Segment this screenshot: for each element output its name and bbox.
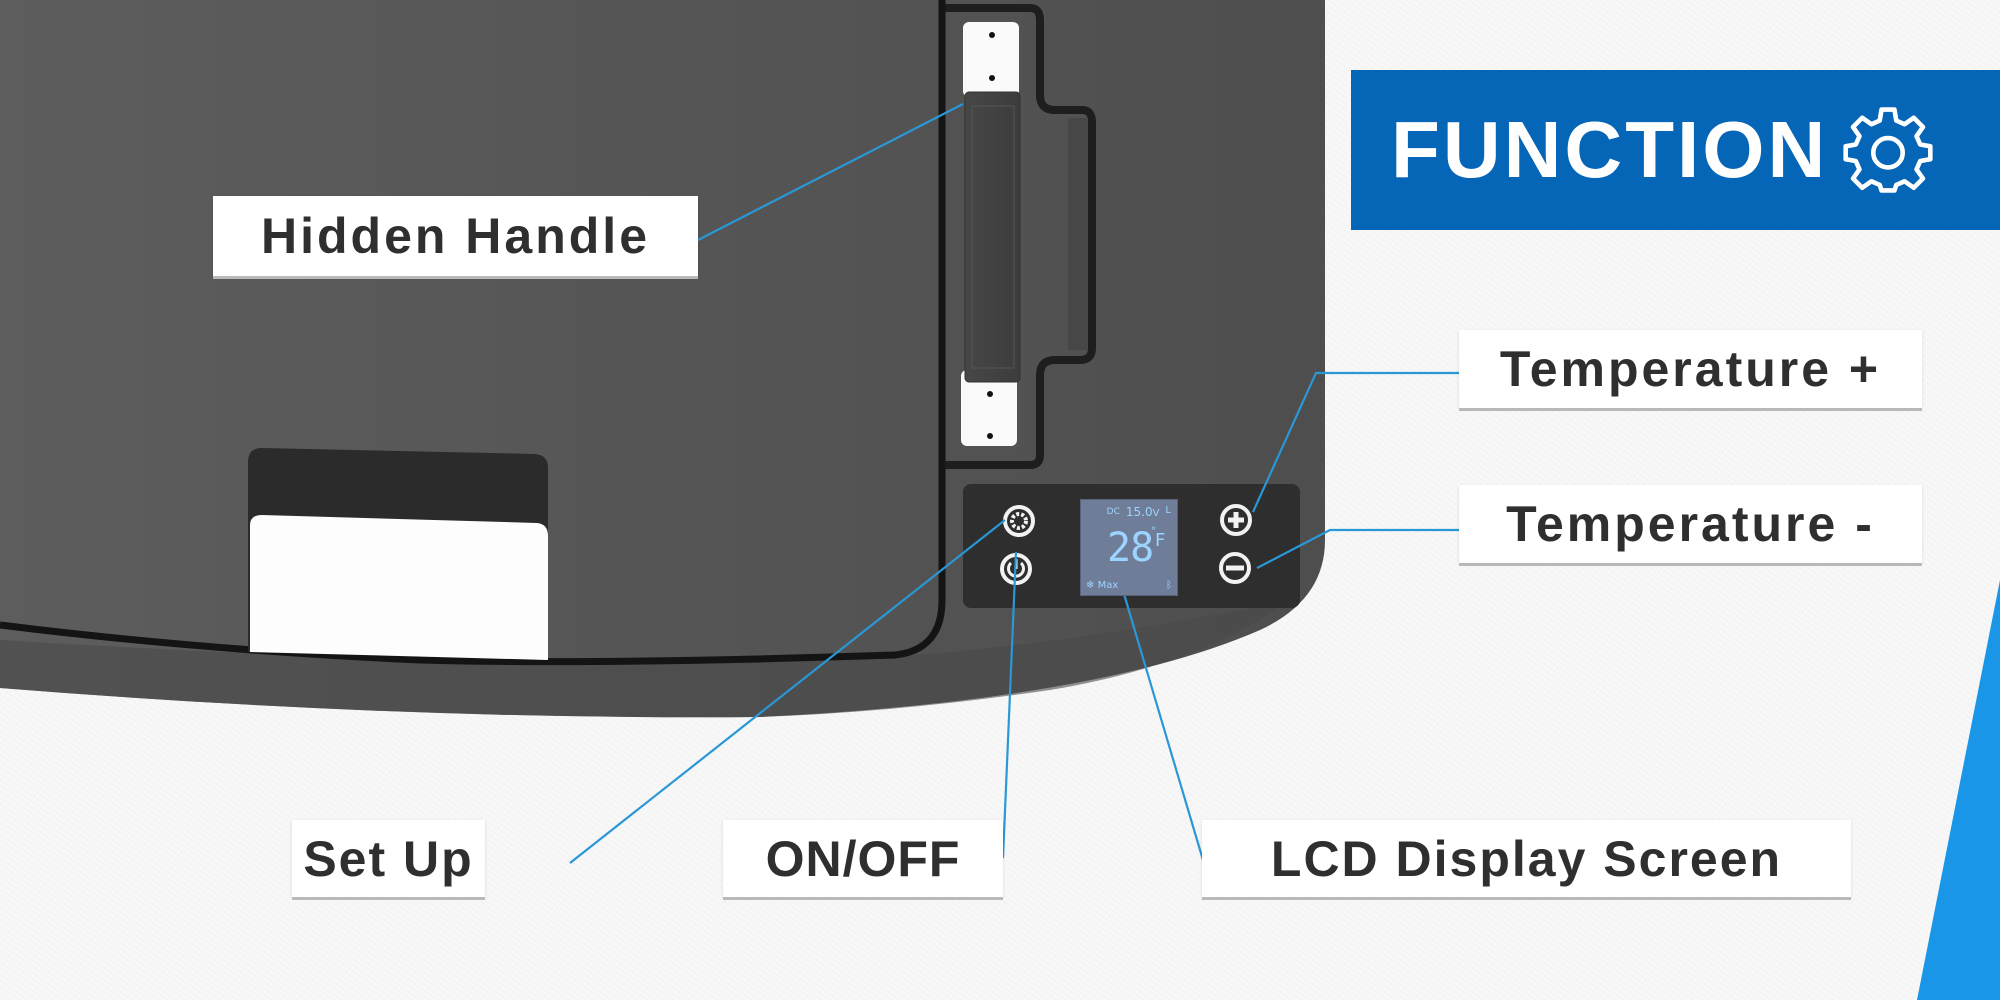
accent-stripe (1917, 580, 2000, 1000)
leader-line-temperature-minus (1256, 528, 1460, 569)
lcd-degree: ° (1151, 526, 1156, 537)
lcd-status-row: DC 15.0V L (1081, 505, 1177, 519)
latch-flap[interactable] (250, 515, 548, 660)
hidden-handle[interactable] (964, 91, 1021, 383)
temperature-minus-button[interactable] (1219, 552, 1251, 584)
screw-icon (989, 75, 995, 81)
banner-title: FUNCTION (1391, 105, 1829, 194)
temperature-plus-button[interactable] (1220, 504, 1252, 536)
label-text: LCD Display Screen (1270, 830, 1783, 887)
leader-line-lcd (1122, 593, 1205, 861)
leader-line-set-up (569, 519, 1006, 864)
bluetooth-icon: ᛒ (1166, 580, 1172, 591)
label-set-up: Set Up (292, 820, 485, 897)
label-hidden-handle: Hidden Handle (213, 196, 698, 276)
snowflake-icon: ❄ (1086, 580, 1095, 591)
fridge-body (0, 0, 1325, 718)
lcd-temperature: 28 (1107, 525, 1154, 571)
lcd-voltage-unit: V (1152, 508, 1160, 519)
lcd-voltage: 15.0V (1126, 505, 1160, 519)
gear-icon (1843, 107, 1933, 193)
label-temperature-plus: Temperature + (1459, 330, 1922, 408)
gear-icon (1010, 512, 1028, 530)
label-text: Hidden Handle (260, 208, 651, 264)
screw-icon (987, 433, 993, 439)
screw-icon (987, 391, 993, 397)
handle-recess (945, 4, 1096, 469)
lcd-unit: F (1155, 530, 1166, 551)
set-up-button[interactable] (1003, 505, 1035, 537)
label-text: Set Up (303, 830, 474, 887)
label-text: ON/OFF (765, 830, 961, 887)
plus-icon (1228, 512, 1244, 528)
leader-line-on-off (1001, 551, 1018, 859)
label-text: Temperature + (1499, 341, 1882, 397)
lcd-power-source: DC (1106, 507, 1120, 517)
handle-plate-bottom (961, 370, 1017, 446)
lcd-display: DC 15.0V L 28 ° F ❄ Max ᛒ (1080, 499, 1178, 596)
lcd-mode: ❄ Max (1086, 580, 1118, 591)
screw-icon (989, 32, 995, 38)
function-banner: FUNCTION (1351, 70, 2000, 230)
lcd-level: L (1165, 505, 1171, 516)
lcd-mode-label: Max (1097, 580, 1119, 591)
handle-plate-top (963, 22, 1019, 97)
leader-line-hidden-handle (697, 103, 964, 241)
label-temperature-minus: Temperature - (1459, 485, 1922, 563)
lcd-mode-row: ❄ Max ᛒ (1086, 580, 1172, 591)
handle-inner-panel (971, 105, 1015, 369)
label-text: Temperature - (1506, 496, 1875, 552)
handle-grip-edge (1068, 118, 1088, 350)
fridge-rim (0, 600, 1290, 718)
lcd-voltage-value: 15.0 (1125, 505, 1153, 519)
label-lcd-display-screen: LCD Display Screen (1202, 820, 1851, 897)
leader-line-temperature-plus (1251, 371, 1460, 513)
label-on-off: ON/OFF (723, 820, 1003, 897)
lid-seam (0, 0, 946, 666)
